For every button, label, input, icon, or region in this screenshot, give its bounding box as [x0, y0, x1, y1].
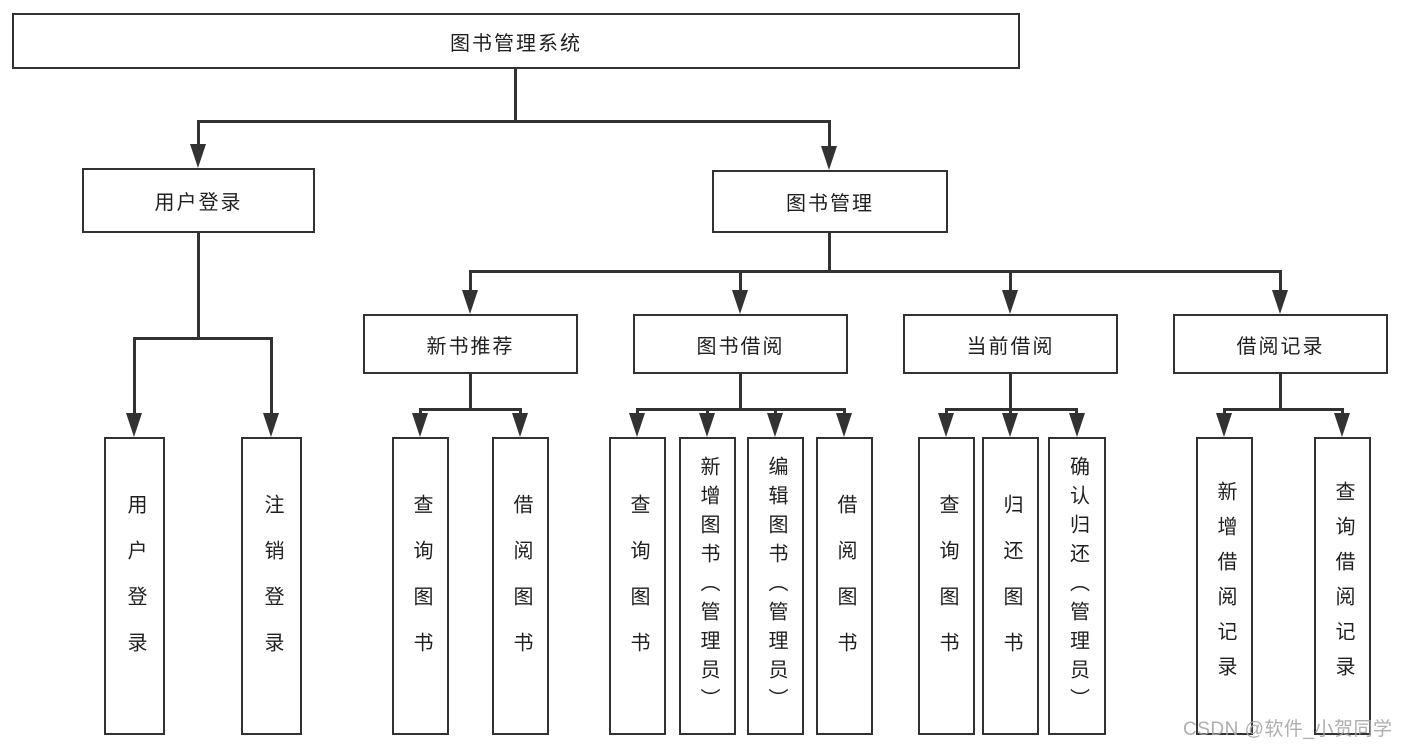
- connector-line: [1223, 408, 1226, 415]
- connector-line: [133, 337, 136, 415]
- connector-line: [1075, 408, 1078, 415]
- leaf-logout: 注销登录: [241, 437, 302, 735]
- connector-line: [1009, 374, 1012, 408]
- node-book-borrow: 图书借阅: [633, 314, 848, 374]
- arrow-down-icon: [190, 144, 206, 168]
- arrow-down-icon: [836, 413, 852, 437]
- arrow-down-icon: [699, 413, 715, 437]
- leaf-return-book-label: 归还图书: [1000, 494, 1022, 678]
- leaf-borrow-book-label: 借阅图书: [834, 494, 856, 678]
- leaf-query-book-current-label: 查询图书: [936, 494, 958, 678]
- node-new-book-rec-label: 新书推荐: [426, 335, 515, 358]
- arrow-down-icon: [1272, 290, 1288, 314]
- node-root-label: 图书管理系统: [450, 32, 582, 55]
- leaf-add-record: 新增借阅记录: [1196, 437, 1253, 735]
- arrow-down-icon: [821, 146, 837, 170]
- connector-line: [469, 374, 472, 408]
- connector-line: [270, 337, 273, 415]
- connector-line: [843, 408, 846, 415]
- arrow-down-icon: [767, 413, 783, 437]
- connector-line: [1223, 408, 1344, 411]
- leaf-user-login-label: 用户登录: [124, 494, 146, 678]
- connector-line: [419, 408, 422, 415]
- leaf-add-book: 新增图书（管理员）: [679, 437, 736, 735]
- arrow-down-icon: [938, 413, 954, 437]
- node-book-borrow-label: 图书借阅: [696, 335, 785, 358]
- arrow-down-icon: [1002, 290, 1018, 314]
- connector-line: [739, 270, 742, 292]
- arrow-down-icon: [263, 413, 279, 437]
- leaf-query-book-borrow-label: 查询图书: [627, 494, 649, 678]
- connector-line: [197, 120, 831, 123]
- connector-line: [636, 408, 846, 411]
- connector-line: [706, 408, 709, 415]
- connector-line: [197, 120, 200, 146]
- leaf-query-book-borrow: 查询图书: [609, 437, 666, 735]
- leaf-query-record: 查询借阅记录: [1314, 437, 1371, 735]
- connector-line: [828, 233, 831, 270]
- leaf-add-book-label: 新增图书（管理员）: [697, 455, 719, 717]
- leaf-edit-book-label: 编辑图书（管理员）: [765, 455, 787, 717]
- connector-line: [828, 120, 831, 148]
- arrow-down-icon: [1002, 413, 1018, 437]
- node-borrow-record-label: 借阅记录: [1236, 335, 1325, 358]
- node-book-mgmt-label: 图书管理: [786, 193, 874, 215]
- arrow-down-icon: [732, 290, 748, 314]
- connector-line: [419, 408, 522, 411]
- connector-line: [1009, 408, 1012, 415]
- leaf-query-book-rec-label: 查询图书: [410, 494, 432, 678]
- leaf-confirm-return: 确认归还（管理员）: [1048, 437, 1106, 735]
- arrow-down-icon: [412, 413, 428, 437]
- leaf-add-record-label: 新增借阅记录: [1214, 481, 1236, 691]
- arrow-down-icon: [1216, 413, 1232, 437]
- connector-line: [469, 270, 472, 292]
- node-current-borrow: 当前借阅: [903, 314, 1118, 374]
- connector-line: [774, 408, 777, 415]
- leaf-return-book: 归还图书: [982, 437, 1039, 735]
- arrow-down-icon: [512, 413, 528, 437]
- arrow-down-icon: [629, 413, 645, 437]
- leaf-borrow-book-rec: 借阅图书: [492, 437, 549, 735]
- connector-line: [945, 408, 948, 415]
- leaf-query-record-label: 查询借阅记录: [1332, 481, 1354, 691]
- connector-line: [519, 408, 522, 415]
- arrow-down-icon: [1334, 413, 1350, 437]
- connector-line: [197, 233, 200, 337]
- node-new-book-rec: 新书推荐: [363, 314, 578, 374]
- leaf-query-book-rec: 查询图书: [392, 437, 449, 735]
- arrow-down-icon: [1069, 413, 1085, 437]
- leaf-confirm-return-label: 确认归还（管理员）: [1066, 455, 1089, 717]
- connector-line: [1279, 270, 1282, 292]
- leaf-query-book-current: 查询图书: [918, 437, 975, 735]
- connector-line: [1341, 408, 1344, 415]
- connector-line: [469, 270, 1281, 273]
- leaf-user-login: 用户登录: [104, 437, 165, 735]
- arrow-down-icon: [126, 413, 142, 437]
- connector-line: [1279, 374, 1282, 408]
- watermark-text: CSDN @软件_小贺同学: [1183, 719, 1393, 740]
- leaf-logout-label: 注销登录: [261, 494, 283, 678]
- node-user-login-label: 用户登录: [154, 192, 243, 214]
- node-borrow-record: 借阅记录: [1173, 314, 1388, 374]
- connector-line: [739, 374, 742, 408]
- node-root: 图书管理系统: [12, 13, 1020, 69]
- node-book-mgmt: 图书管理: [712, 170, 948, 233]
- node-user-login: 用户登录: [82, 168, 315, 233]
- arrow-down-icon: [462, 290, 478, 314]
- connector-line: [636, 408, 639, 415]
- node-current-borrow-label: 当前借阅: [966, 335, 1055, 358]
- connector-line: [133, 337, 273, 340]
- leaf-borrow-book-rec-label: 借阅图书: [510, 494, 532, 678]
- connector-line: [1009, 270, 1012, 292]
- leaf-edit-book: 编辑图书（管理员）: [747, 437, 804, 735]
- connector-line: [514, 69, 517, 120]
- leaf-borrow-book: 借阅图书: [816, 437, 873, 735]
